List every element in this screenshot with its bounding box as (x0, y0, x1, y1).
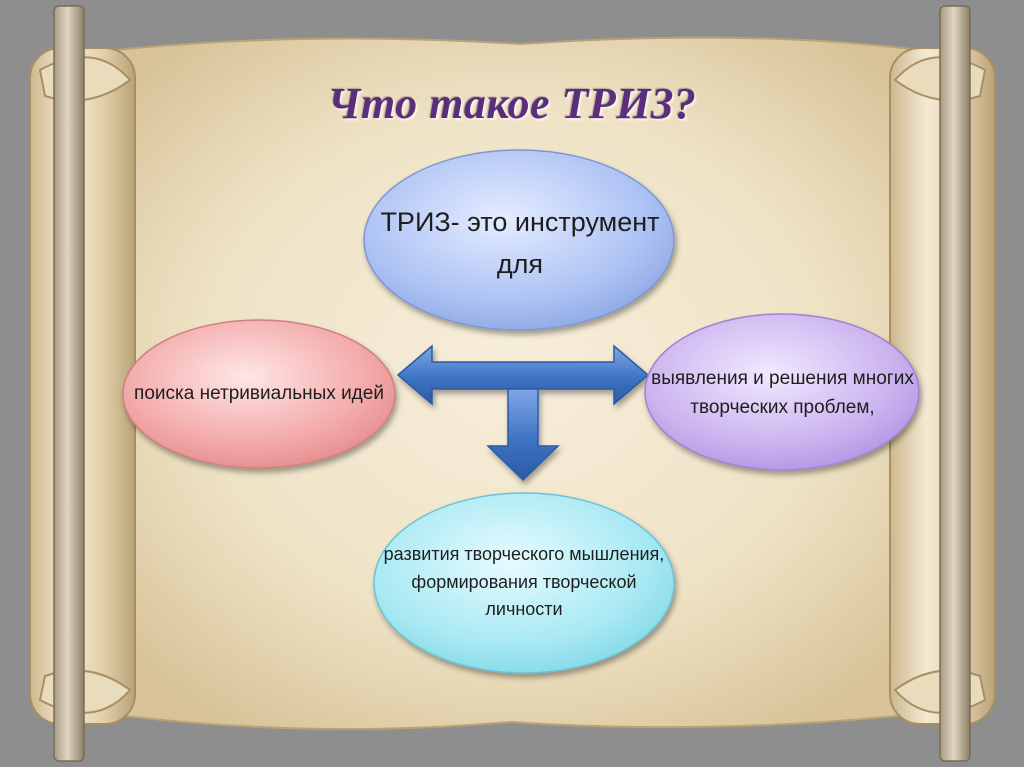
node-bottom-text: развития творческого мышления, формирова… (378, 495, 670, 670)
page-title: Что такое ТРИЗ? (327, 79, 697, 128)
node-right-label: выявления и решения многих творческих пр… (651, 367, 914, 418)
node-left-ellipse (122, 319, 396, 469)
node-bottom-label: развития творческого мышления, формирова… (383, 543, 665, 620)
right-rod (939, 5, 971, 762)
left-rod (53, 5, 85, 762)
node-center-label: ТРИЗ- это инструмент для (380, 207, 660, 279)
node-bottom-ellipse (373, 492, 675, 674)
node-right-ellipse (644, 313, 920, 471)
node-left-text: поиска нетривиальных идей (128, 325, 390, 463)
node-center-ellipse (363, 149, 675, 331)
arrow-down (486, 388, 560, 482)
node-right-text: выявления и решения многих творческих пр… (650, 318, 915, 468)
node-left-label: поиска нетривиальных идей (134, 383, 384, 405)
node-center-text: ТРИЗ- это инструмент для (375, 160, 665, 328)
